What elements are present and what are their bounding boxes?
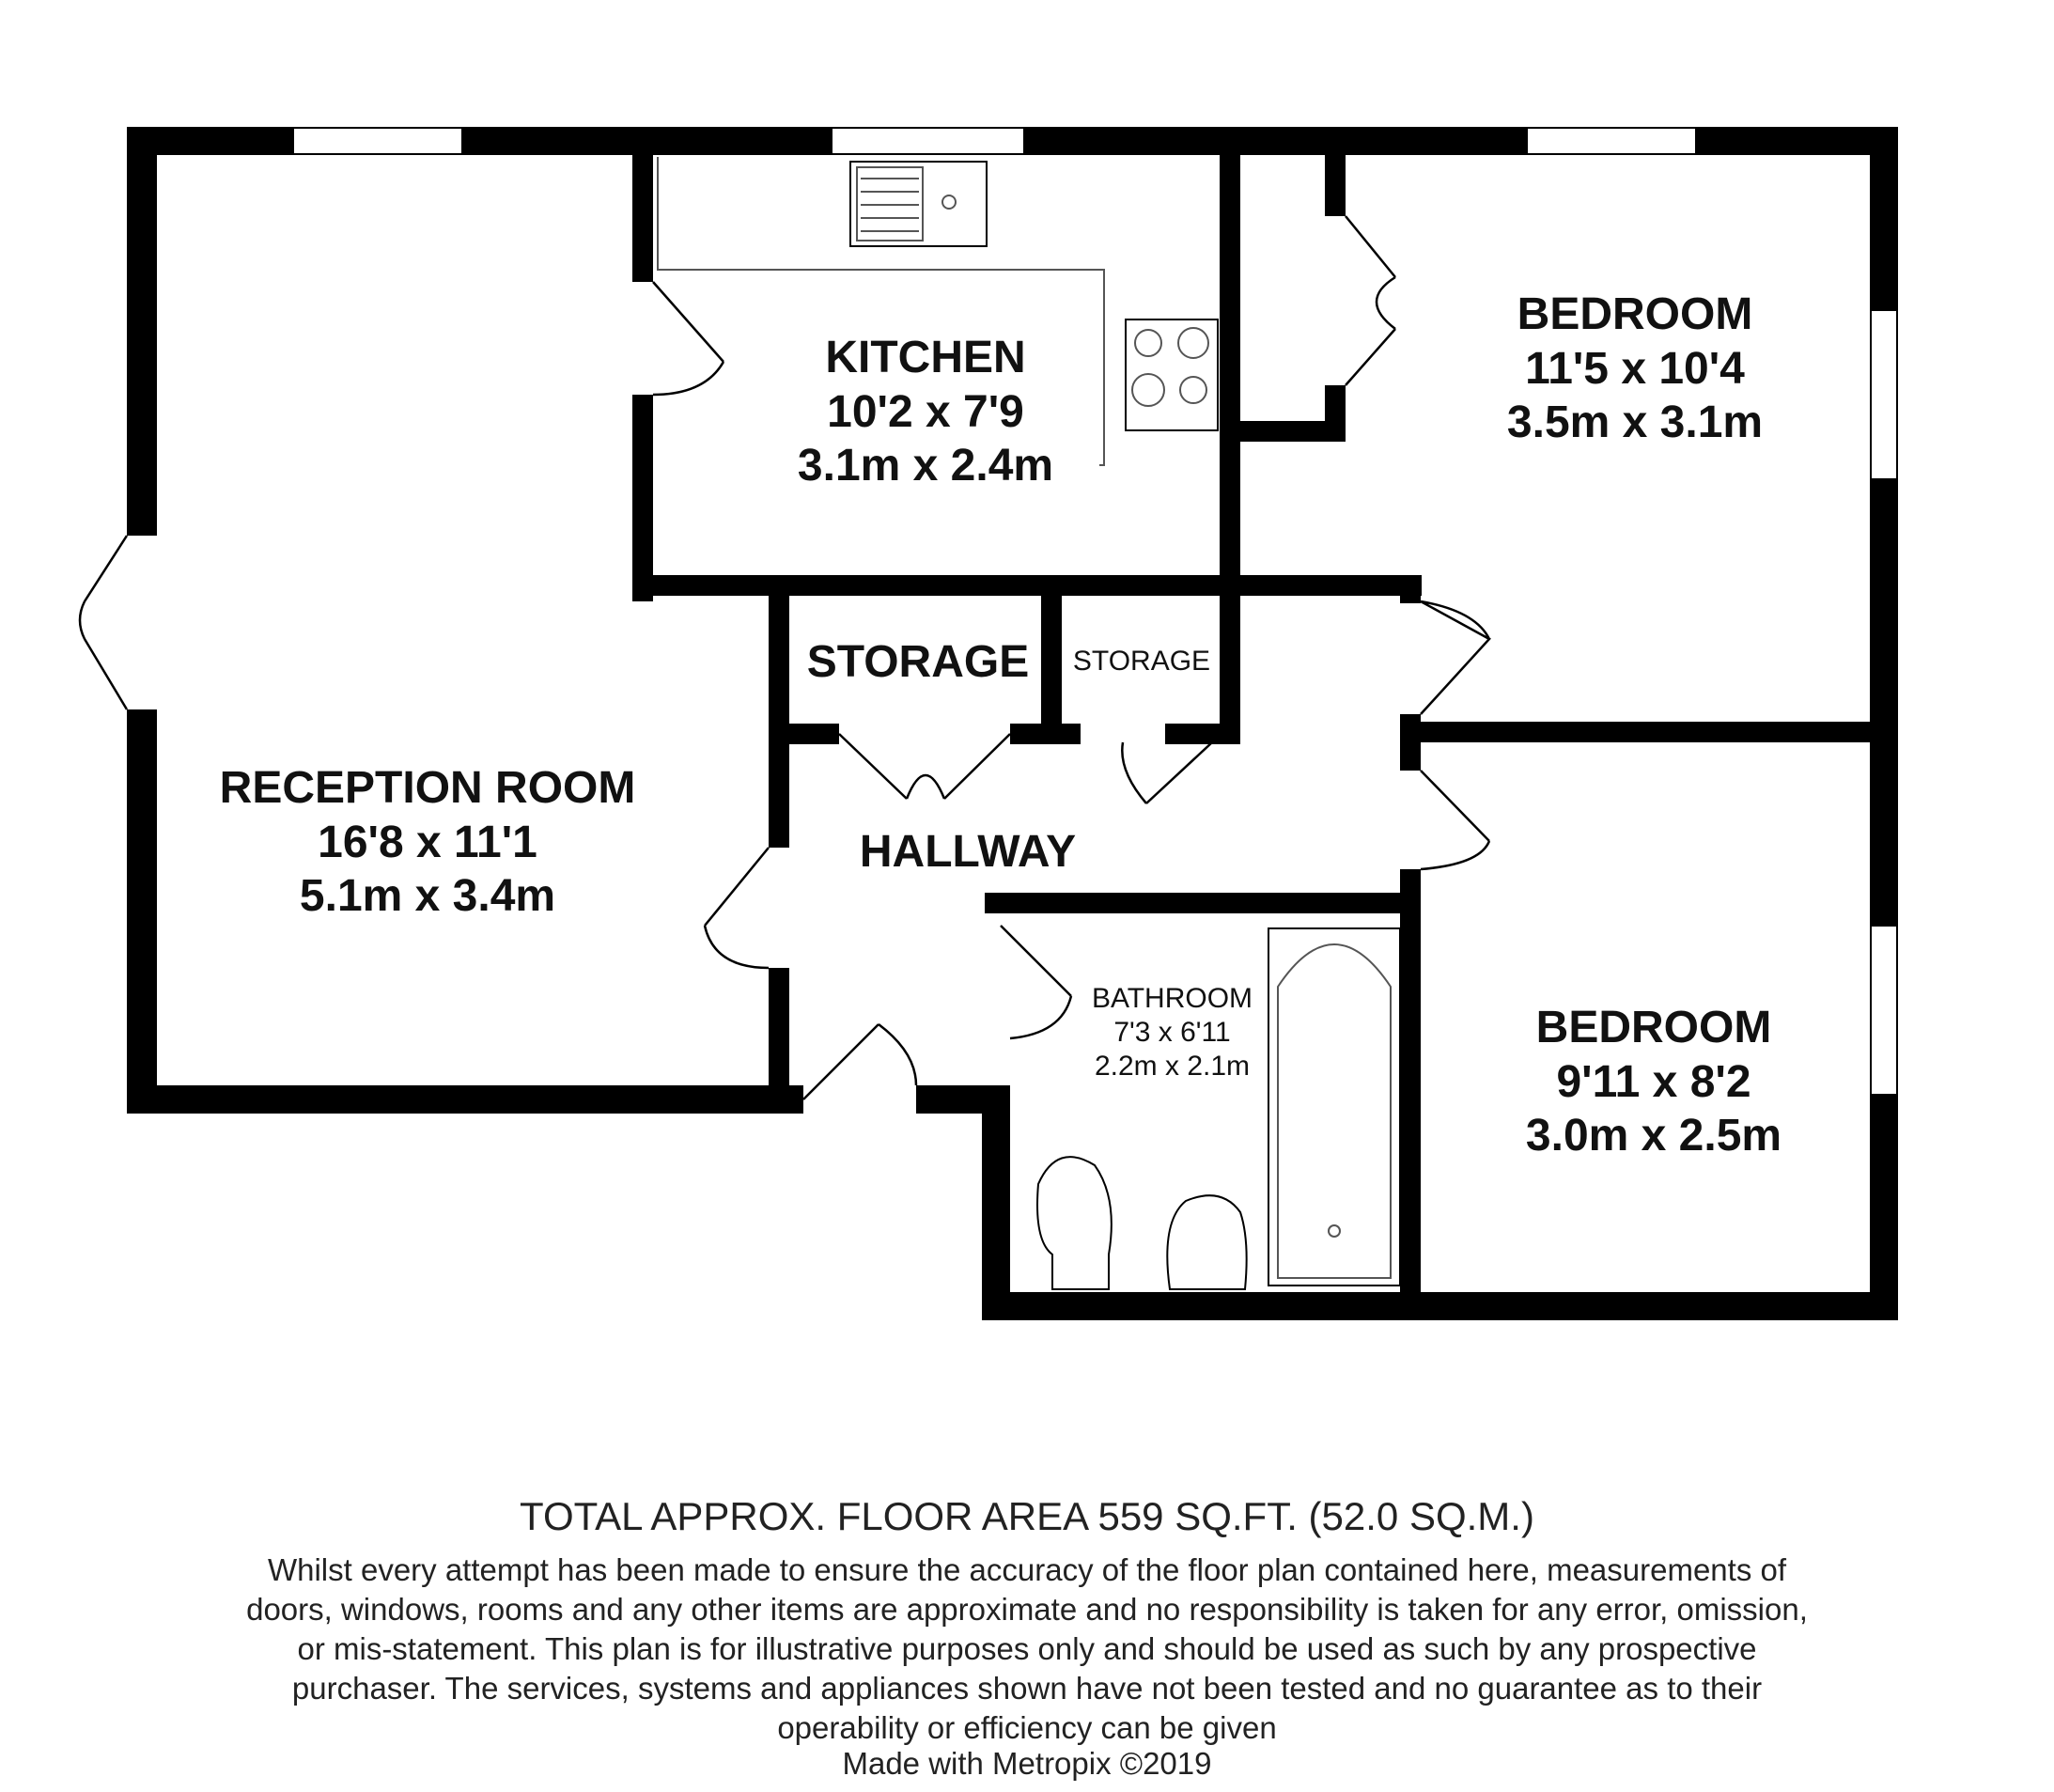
bath-inner [1277,943,1392,1279]
walls [127,127,1898,1320]
wall-storage-divider [1041,596,1062,727]
wall-kitchen-left-upper [632,127,653,282]
wall-reception-bottom [127,1085,803,1114]
credit-text: Made with Metropix ©2019 [842,1746,1212,1781]
bathroom-name: BATHROOM [1091,983,1253,1014]
label-hallway: HALLWAY [841,825,1095,880]
reception-imperial: 16'8 x 11'1 [318,817,537,867]
kitchen-worktop [657,157,1105,466]
wall-bathroom-left [982,1085,1010,1320]
door-front [802,1023,918,1100]
doors [78,215,1491,1100]
door-storage2 [1121,741,1213,804]
wall-bedroom1-door-stub [1400,575,1421,603]
hallway-name: HALLWAY [859,827,1077,877]
bedroom2-name: BEDROOM [1535,1003,1772,1052]
wall-kitchen-right [1220,127,1240,597]
wall-kitchen-bottom [632,575,1422,596]
disclaimer-text: Whilst every attempt has been made to en… [246,1552,1808,1745]
bath [1268,927,1401,1286]
kitchen-sink [849,161,988,247]
label-bedroom2: BEDROOM 9'11 x 8'2 3.0m x 2.5m [1485,1001,1823,1163]
kitchen-metric: 3.1m x 2.4m [797,441,1054,491]
windows [292,127,1898,1096]
kitchen-name: KITCHEN [825,333,1026,382]
reception-metric: 5.1m x 3.4m [299,871,556,922]
toilet [1036,1156,1113,1290]
total-floor-area: TOTAL APPROX. FLOOR AREA 559 SQ.FT. (52.… [520,1494,1534,1538]
fixtures [657,157,1401,1290]
label-bedroom1: BEDROOM 11'5 x 10'4 3.5m x 3.1m [1466,288,1804,450]
basin [1166,1194,1248,1290]
wall-hall-bottom-stub [916,1085,1010,1114]
bathroom-imperial: 7'3 x 6'11 [1113,1017,1231,1048]
door-bathroom [1000,925,1073,1040]
window-reception [292,127,463,155]
wall-bedroom2-left-lower [1400,869,1421,1320]
wall-bedroom2-left-upper [1400,742,1421,771]
door-storage1 [838,733,1011,800]
label-kitchen: KITCHEN 10'2 x 7'9 3.1m x 2.4m [780,331,1071,493]
wall-left-upper [127,127,157,536]
door-kitchen [652,281,725,397]
wall-storage1-bottom-left [769,724,839,744]
bedroom1-metric: 3.5m x 3.1m [1506,397,1764,448]
kitchen-imperial: 10'2 x 7'9 [827,386,1024,437]
wall-storage1-bottom-right [1010,724,1081,744]
label-bathroom: BATHROOM 7'3 x 6'11 2.2m x 2.1m [1071,982,1273,1083]
storage1-name: STORAGE [806,637,1030,687]
wall-wardrobe-bottom [1220,421,1346,442]
window-bedroom1-right [1870,309,1898,480]
wall-bathroom-top [985,893,1421,913]
wall-wardrobe-upper [1325,127,1346,216]
wall-kitchen-left-lower [632,395,653,601]
window-bedroom2-right [1870,925,1898,1096]
wall-bedroom-divider [1400,722,1898,742]
label-reception: RECEPTION ROOM 16'8 x 11'1 5.1m x 3.4m [174,761,681,924]
label-storage2: STORAGE [1062,645,1222,678]
door-reception [703,847,770,970]
wall-left-lower [127,709,157,1114]
window-bedroom1-top [1526,127,1697,155]
window-kitchen [831,127,1025,155]
wall-reception-right-lower [769,968,789,1114]
bedroom1-imperial: 11'5 x 10'4 [1525,343,1745,394]
bathroom-metric: 2.2m x 2.1m [1094,1051,1251,1082]
wall-reception-right-upper [769,575,789,848]
sink-drain [941,195,957,210]
bedroom2-metric: 3.0m x 2.5m [1525,1111,1782,1161]
label-storage1: STORAGE [791,635,1045,690]
bedroom2-imperial: 9'11 x 8'2 [1556,1056,1751,1107]
reception-name: RECEPTION ROOM [219,763,636,813]
door-wardrobe [1345,215,1396,386]
wall-storage-right [1220,596,1240,741]
wall-bottom [982,1292,1898,1320]
storage2-name: STORAGE [1072,646,1211,677]
sink-drainer [856,166,924,242]
kitchen-hob [1125,319,1219,431]
door-bedroom1 [1420,600,1491,715]
door-bedroom2 [1420,770,1491,871]
bedroom1-name: BEDROOM [1517,289,1753,339]
wall-storage2-bottom [1165,724,1240,744]
door-reception-double [78,535,129,710]
